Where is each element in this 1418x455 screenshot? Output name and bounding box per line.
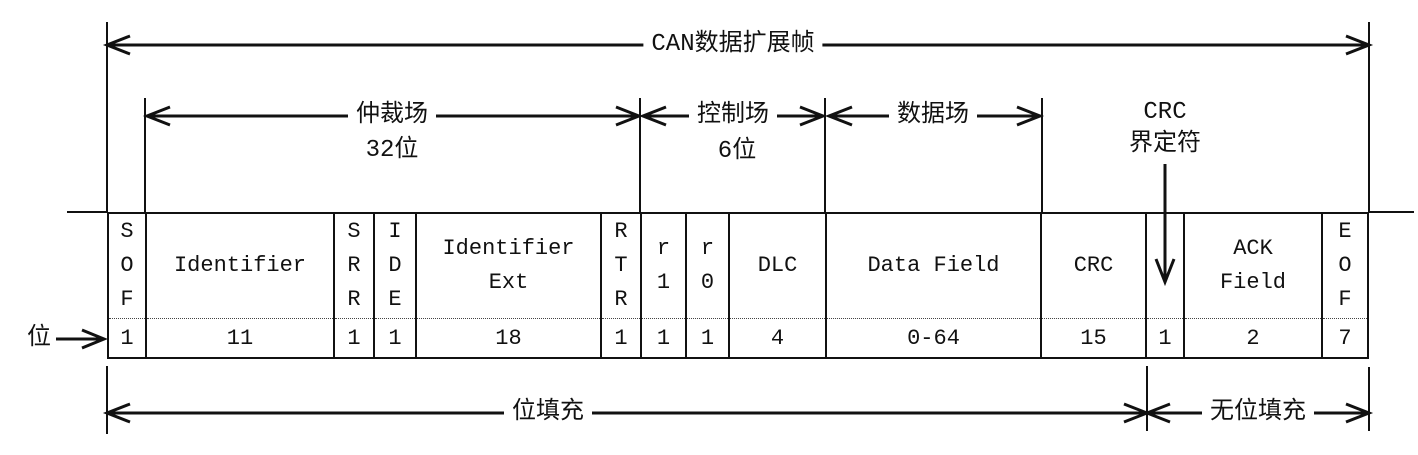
field-cell-crc-delimiter: 1 bbox=[1147, 214, 1185, 357]
field-label: S O F bbox=[109, 214, 145, 319]
field-cell-ide: I D E 1 bbox=[375, 214, 417, 357]
arbitration-section-label: 仲裁场 bbox=[348, 103, 436, 129]
field-bits: 2 bbox=[1246, 325, 1260, 351]
data-section-label: 数据场 bbox=[889, 103, 977, 129]
field-bits: 18 bbox=[495, 325, 522, 351]
bit-axis-arrow bbox=[56, 328, 108, 350]
crc-delimiter-label-line1: CRC bbox=[1143, 99, 1187, 126]
field-cell-r0: r 0 1 bbox=[687, 214, 730, 357]
field-cell-ack: ACK Field 2 bbox=[1185, 214, 1323, 357]
field-label: I D E bbox=[375, 214, 415, 319]
frame-field-table: S O F 1 Identifier 11 S R R 1 I D E 1 Id… bbox=[107, 212, 1369, 359]
unstuffed-region-label: 无位填充 bbox=[1202, 400, 1314, 426]
field-bits: 1 bbox=[347, 325, 361, 351]
field-bits: 1 bbox=[388, 325, 402, 351]
field-bits: 15 bbox=[1080, 325, 1107, 351]
stuffing-boundary-ticks bbox=[106, 366, 1370, 434]
field-cell-dlc: DLC 4 bbox=[730, 214, 827, 357]
field-bits: 1 bbox=[120, 325, 134, 351]
field-label: DLC bbox=[730, 214, 825, 319]
field-label bbox=[1147, 214, 1183, 319]
field-label: CRC bbox=[1042, 214, 1145, 319]
field-bits: 1 bbox=[614, 325, 628, 351]
field-cell-data-field: Data Field 0-64 bbox=[827, 214, 1042, 357]
bit-axis-label: 位 bbox=[27, 325, 51, 352]
field-label: R T R bbox=[602, 214, 640, 319]
field-label: r 1 bbox=[642, 214, 685, 319]
field-cell-identifier-ext: Identifier Ext 18 bbox=[417, 214, 602, 357]
field-bits: 7 bbox=[1338, 325, 1352, 351]
stuffed-region-label: 位填充 bbox=[504, 400, 592, 426]
stuffed-span-arrow bbox=[102, 402, 1152, 424]
field-cell-crc: CRC 15 bbox=[1042, 214, 1147, 357]
field-label: r 0 bbox=[687, 214, 728, 319]
field-cell-rtr: R T R 1 bbox=[602, 214, 642, 357]
field-label: Identifier Ext bbox=[417, 214, 600, 319]
control-section-label: 控制场 bbox=[689, 103, 777, 129]
frame-title: CAN数据扩展帧 bbox=[643, 32, 823, 58]
field-cell-r1: r 1 1 bbox=[642, 214, 687, 357]
field-label: Data Field bbox=[827, 214, 1040, 319]
field-cell-sof: S O F 1 bbox=[109, 214, 147, 357]
field-bits: 11 bbox=[226, 325, 254, 351]
field-label: S R R bbox=[335, 214, 373, 319]
field-bits: 0-64 bbox=[907, 325, 960, 351]
field-bits: 1 bbox=[700, 325, 715, 351]
field-cell-srr: S R R 1 bbox=[335, 214, 375, 357]
field-cell-identifier: Identifier 11 bbox=[147, 214, 335, 357]
crc-delimiter-label: CRC 界定符 bbox=[1129, 97, 1201, 161]
field-bits: 1 bbox=[656, 325, 671, 351]
field-label: Identifier bbox=[147, 214, 333, 319]
field-label: ACK Field bbox=[1185, 214, 1321, 319]
field-cell-eof: E O F 7 bbox=[1323, 214, 1367, 357]
control-bits-label: 6位 bbox=[717, 138, 757, 165]
field-bits: 4 bbox=[770, 325, 785, 351]
arbitration-bits-label: 32位 bbox=[365, 137, 419, 164]
crc-delimiter-label-line2: 界定符 bbox=[1129, 131, 1201, 158]
field-bits: 1 bbox=[1158, 325, 1172, 351]
field-label: E O F bbox=[1323, 214, 1367, 319]
